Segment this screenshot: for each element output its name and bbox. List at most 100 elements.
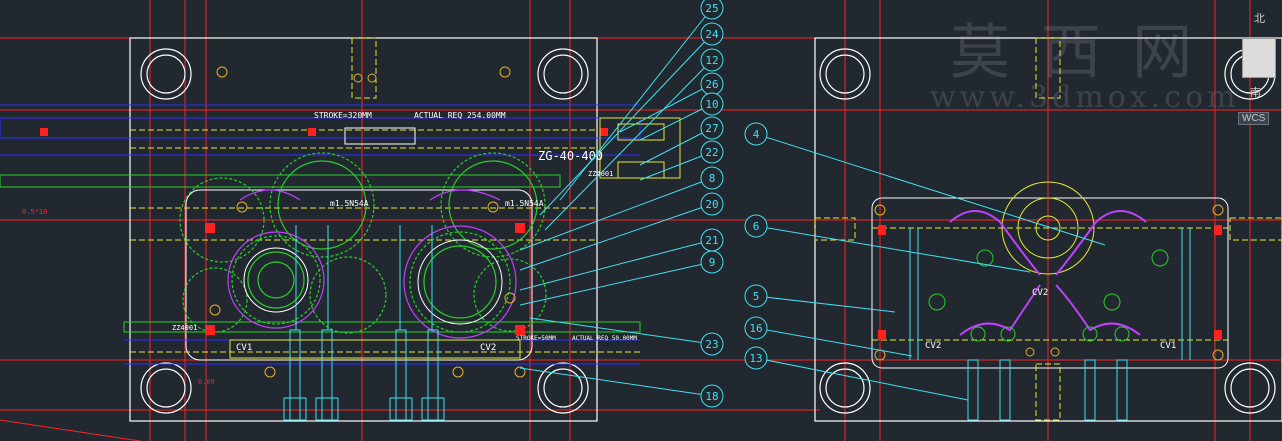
callout-5: 5 <box>744 284 896 313</box>
callout-leader <box>519 203 713 271</box>
bottom-stroke-label: STROKE=50MM <box>516 335 556 342</box>
callout-leader <box>619 83 713 133</box>
callout-balloon <box>700 250 724 274</box>
callout-number: 6 <box>753 220 760 233</box>
left-view: STROKE=320MM ACTUAL REQ 254.00MM ZG-40-4… <box>0 37 681 422</box>
callout-leader <box>639 151 713 181</box>
callout-9: 9 <box>519 250 724 306</box>
actual-req-label: ACTUAL REQ 254.00MM <box>414 111 506 120</box>
callout-25: 25 <box>559 0 724 201</box>
callout-balloon <box>744 346 768 370</box>
callout-4: 4 <box>744 122 1106 246</box>
callout-leader <box>544 59 713 231</box>
callout-number: 20 <box>705 198 718 211</box>
callout-leader <box>639 127 713 166</box>
callout-number: 26 <box>705 78 718 91</box>
side-label-bottom: ZZ4001 <box>172 324 197 332</box>
callout-leader <box>639 103 713 141</box>
callout-balloon <box>744 316 768 340</box>
lower-rack <box>123 321 641 333</box>
callout-leader <box>559 7 713 201</box>
view-cube[interactable]: 北 南 WCS <box>1222 8 1278 128</box>
callout-number: 18 <box>705 390 718 403</box>
callout-leader <box>755 225 1031 273</box>
bolts <box>209 66 526 378</box>
callout-number: 16 <box>749 322 762 335</box>
gear-label-left: m1.5N54A <box>330 199 369 208</box>
right-cv-right: CV1 <box>1160 341 1176 351</box>
blue-rails <box>0 104 641 365</box>
callout-balloon <box>700 48 724 72</box>
callout-number: 22 <box>705 146 718 159</box>
callout-leader <box>755 327 913 357</box>
callout-number: 25 <box>705 2 718 15</box>
right-bolts <box>874 204 1224 361</box>
callout-number: 13 <box>749 352 762 365</box>
callout-13: 13 <box>744 346 969 401</box>
right-view: CV2 CV2 CV1 <box>814 37 1282 422</box>
callout-balloon <box>700 166 724 190</box>
callout-number: 12 <box>705 54 718 67</box>
callout-8: 8 <box>519 166 724 251</box>
corner-bosses <box>140 48 589 414</box>
red-blocks <box>40 128 608 335</box>
left-inner-plate <box>185 189 533 361</box>
callout-number: 8 <box>709 172 716 185</box>
callout-leader <box>539 33 713 216</box>
callout-leader <box>529 317 713 345</box>
callout-balloon <box>744 122 768 146</box>
callout-leader <box>519 261 713 306</box>
callout-20: 20 <box>519 192 724 271</box>
callout-number: 21 <box>705 234 718 247</box>
right-purple-arms <box>949 210 1147 336</box>
callout-balloon <box>744 284 768 308</box>
callout-23: 23 <box>529 317 724 356</box>
callout-balloon <box>700 332 724 356</box>
model-label: ZG-40-400 <box>538 149 603 163</box>
callout-10: 10 <box>639 92 724 141</box>
callout-18: 18 <box>519 367 724 408</box>
callout-22: 22 <box>639 140 724 181</box>
stroke-label: STROKE=320MM <box>314 111 372 120</box>
callout-number: 27 <box>705 122 718 135</box>
callout-leader <box>519 239 713 291</box>
callout-leader <box>755 357 969 401</box>
callout-balloon <box>700 22 724 46</box>
right-cv-left: CV2 <box>925 341 941 351</box>
callout-21: 21 <box>519 228 724 291</box>
callout-balloon <box>700 384 724 408</box>
callout-balloon <box>744 214 768 238</box>
callout-6: 6 <box>744 214 1031 273</box>
callout-number: 10 <box>705 98 718 111</box>
callout-24: 24 <box>539 22 724 216</box>
red-note-left: 0.5*10 <box>22 208 47 216</box>
purple-parts <box>227 189 517 339</box>
callout-27: 27 <box>639 116 724 166</box>
callout-balloon <box>700 92 724 116</box>
ejector-pins <box>283 225 445 421</box>
callout-26: 26 <box>619 72 724 133</box>
view-cube-face[interactable] <box>1242 38 1276 78</box>
callout-leader <box>755 133 1106 246</box>
view-cube-north[interactable]: 北 <box>1254 13 1265 25</box>
callout-number: 23 <box>705 338 718 351</box>
view-cube-south[interactable]: 南 <box>1250 87 1261 99</box>
upper-rack <box>0 174 561 188</box>
stroke-box <box>344 127 416 145</box>
right-green-circles <box>928 249 1169 342</box>
cv1-label-left: CV1 <box>236 343 252 353</box>
callout-balloon <box>700 192 724 216</box>
right-red-blocks <box>878 225 1222 340</box>
callout-number: 9 <box>709 256 716 269</box>
callout-leader <box>519 177 713 251</box>
callout-number: 4 <box>753 128 760 141</box>
wcs-menu-button[interactable]: WCS <box>1238 112 1270 125</box>
red-note-bottom: 0.09 <box>198 378 215 386</box>
gear-label-right: m1.5N54A <box>505 199 544 208</box>
right-top-gear <box>1001 181 1095 275</box>
callout-balloon <box>700 0 724 20</box>
callout-balloon <box>700 140 724 164</box>
callout-12: 12 <box>544 48 724 231</box>
